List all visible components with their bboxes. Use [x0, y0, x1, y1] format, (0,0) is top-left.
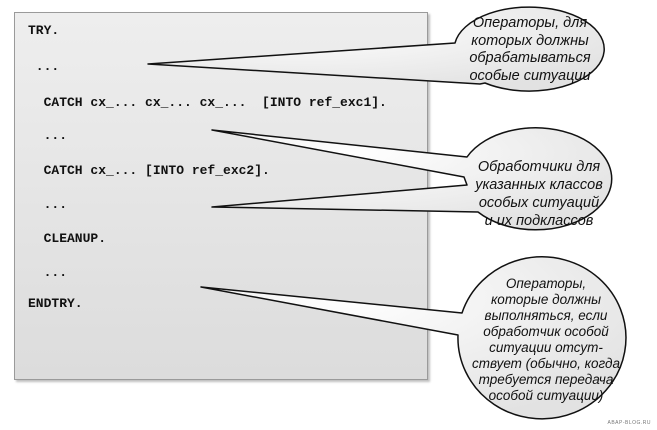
watermark: ABAP-BLOG.RU — [607, 420, 651, 426]
callout-handlers-line: Обработчики для — [477, 159, 601, 175]
callout-cleanup-line: которые должны — [490, 292, 602, 307]
code-line-handler-1: ... — [28, 128, 68, 143]
callout-handlers-line: указанных классов — [475, 177, 603, 193]
callout-cleanup-line: ствует (обычно, когда — [471, 356, 620, 371]
callout-statements-line: которых должны — [471, 32, 589, 49]
code-line-catch-1: CATCH cx_... cx_... cx_... [INTO ref_exc… — [28, 95, 387, 110]
callout-cleanup-text: Операторы, которые должны выполняться, е… — [464, 276, 628, 404]
callout-cleanup-line: особой ситуации) — [488, 388, 604, 403]
callout-handlers-text: Обработчики для указанных классов особых… — [461, 158, 617, 230]
code-line-catch-2: CATCH cx_... [INTO ref_exc2]. — [28, 163, 270, 178]
callout-statements-bubble — [147, 6, 605, 92]
callout-cleanup-line: ситуации отсут- — [489, 340, 603, 355]
callout-cleanup-bubble — [200, 256, 627, 420]
code-line-handler-2: ... — [28, 197, 68, 212]
code-line-try: TRY. — [28, 23, 60, 38]
callout-handlers-line: особых ситуаций — [478, 195, 600, 211]
callout-handlers-bubble — [211, 127, 613, 231]
callout-cleanup-line: выполняться, если — [484, 308, 608, 323]
callout-handlers-line: и их подклассов — [484, 213, 594, 229]
code-line-statements: ... — [28, 59, 60, 74]
callout-statements-line: Операторы, для — [472, 15, 588, 31]
callout-cleanup-line: требуется передача — [478, 372, 614, 387]
callout-statements-text: Операторы, для которых должны обрабатыва… — [455, 15, 605, 85]
callout-statements-line: обрабатываться — [469, 50, 591, 66]
code-line-endtry: ENDTRY. — [28, 296, 83, 311]
callout-statements-line: особые ситуации — [469, 67, 591, 84]
callout-cleanup-line: Операторы, — [505, 276, 587, 291]
code-line-cleanup-body: ... — [28, 265, 68, 280]
callout-cleanup-line: обработчик особой — [483, 324, 609, 339]
code-line-cleanup: CLEANUP. — [28, 231, 107, 246]
